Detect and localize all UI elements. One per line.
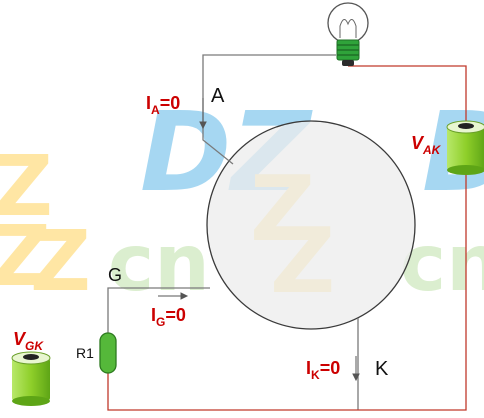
battery-ak-body [447,127,484,170]
lamp-to-battery-wire [348,65,467,123]
cathode-current-label: IK=0 [306,358,340,382]
anode-current-label: IA=0 [146,93,180,117]
watermark-cn-left: cn [108,219,210,309]
resistor-to-bottom-wire [107,372,358,411]
watermark-z-left-bottom: Z [0,207,51,305]
thyristor-body [206,120,416,330]
bulb-tip [342,60,354,66]
battery-gk-terminal [23,354,39,360]
bulb-filament [339,19,357,38]
light-bulb-icon [327,2,369,66]
battery-ak-bottom [447,165,484,175]
vak-label: VAK [411,133,442,157]
gate-wire [107,287,210,334]
gate-current-arrowhead [180,292,189,300]
battery-gk-bottom [12,396,50,406]
gate-label: G [108,265,122,285]
anode-wire [202,54,336,165]
battery-gk-icon [11,351,51,406]
vgk-label: VGK [13,329,44,353]
cathode-current-arrowhead [352,373,360,382]
battery-ak-terminal [458,123,474,129]
resistor-label: R1 [76,345,94,361]
battery-gk-body [12,358,50,401]
gate-current-label: IG=0 [151,305,186,329]
anode-label: A [211,85,225,107]
red-wires [107,65,467,411]
anode-current-arrowhead [199,121,207,130]
battery-ak-icon [446,120,484,175]
cathode-label: K [375,358,389,380]
resistor-icon [99,332,117,374]
battery-to-bottom-wire [358,168,467,411]
gray-wires [107,54,359,410]
watermark-z-left-mid: Z [30,212,91,310]
current-arrows [158,98,360,382]
watermark-z-left-top: Z [0,137,53,235]
